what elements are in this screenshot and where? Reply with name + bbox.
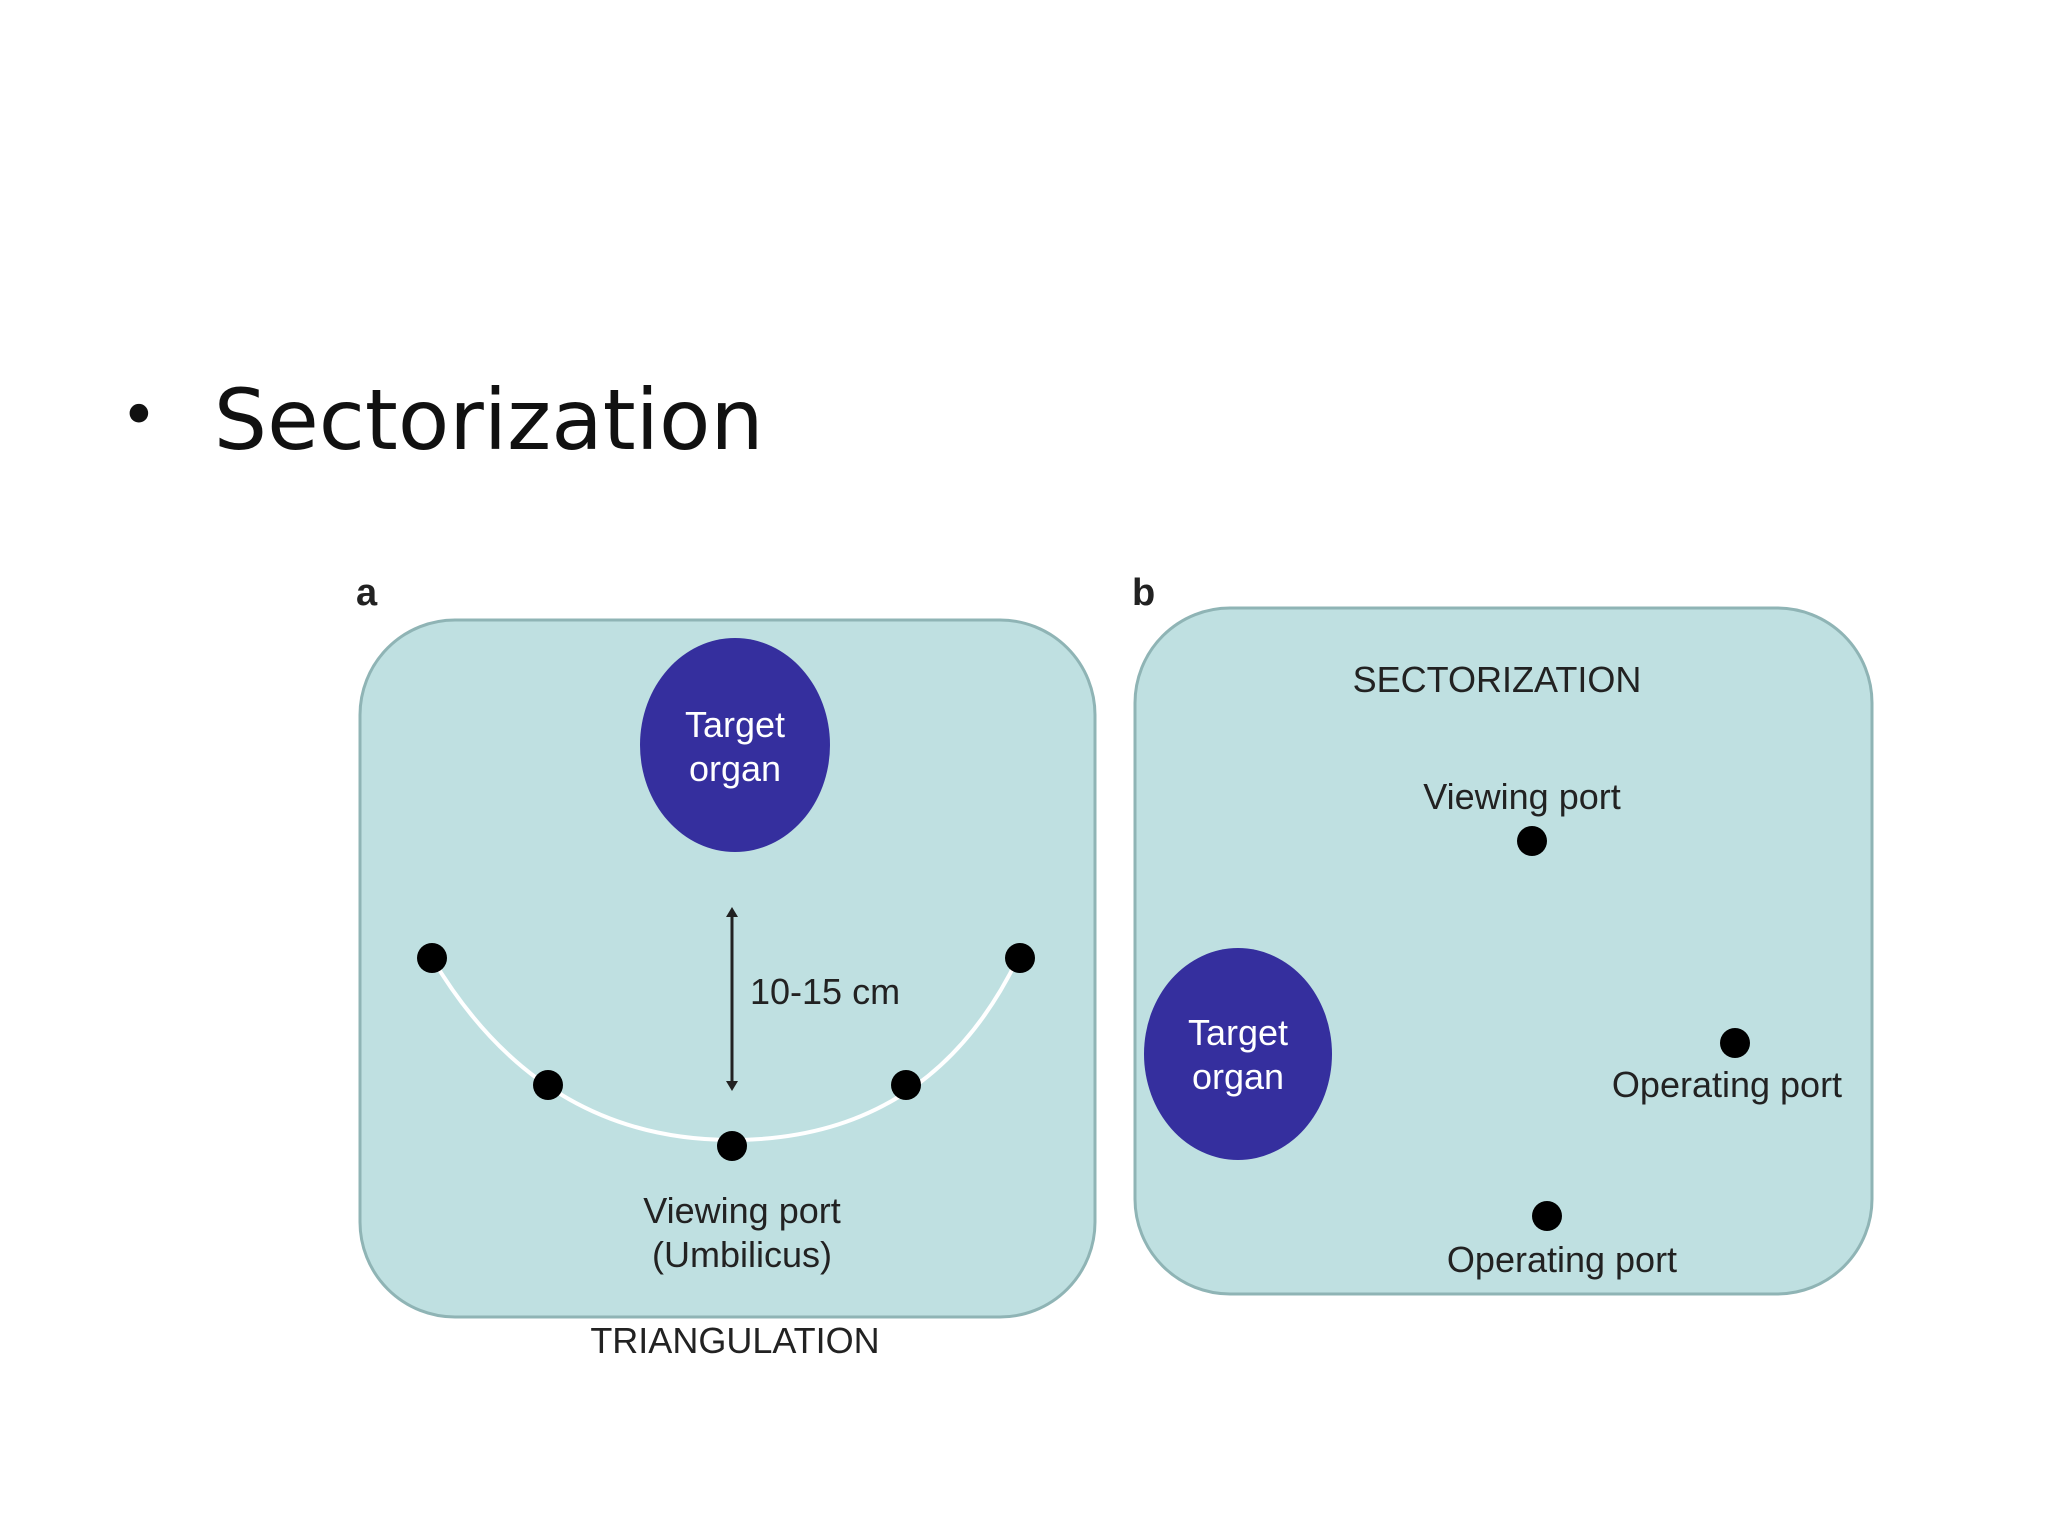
target-organ-a-line1: Target [685,704,785,745]
port-left-upper [417,943,447,973]
target-organ-a [640,638,830,852]
bullet-item: • Sectorization [120,378,764,462]
port-right-lower [891,1070,921,1100]
viewing-port-a-label: Viewing port [643,1190,840,1231]
bullet-dot: • [120,379,158,453]
triangulation-caption: TRIANGULATION [590,1320,879,1361]
umbilicus-label: (Umbilicus) [652,1234,832,1275]
viewing-port-b [1517,826,1547,856]
distance-label: 10-15 cm [750,971,900,1012]
operating-port-right [1720,1028,1750,1058]
operating-port-right-label: Operating port [1612,1064,1842,1105]
viewing-port-umbilicus [717,1131,747,1161]
target-organ-b-line1: Target [1188,1012,1288,1053]
operating-port-bottom [1532,1201,1562,1231]
port-left-lower [533,1070,563,1100]
panel-a-letter: a [356,572,378,614]
panel-b-letter: b [1132,572,1155,614]
viewing-port-b-label: Viewing port [1423,776,1620,817]
panel-b: b SECTORIZATION Viewing port Target orga… [1132,572,1874,1296]
panel-b-box [1133,606,1874,1296]
target-organ-a-line2: organ [689,748,781,789]
panel-a: a Target organ 10-15 cm Viewing port (Um… [356,572,1097,1361]
slide-heading: Sectorization [213,371,764,469]
sectorization-title: SECTORIZATION [1353,659,1642,700]
target-organ-b [1144,948,1332,1160]
operating-port-bottom-label: Operating port [1447,1239,1677,1280]
target-organ-b-line2: organ [1192,1056,1284,1097]
port-right-upper [1005,943,1035,973]
